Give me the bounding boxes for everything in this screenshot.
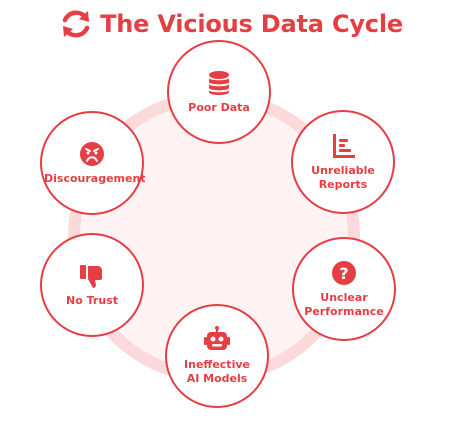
node-unclear-performance: ? Unclear Performance: [292, 237, 396, 341]
node-poor-data: Poor Data: [167, 40, 271, 144]
frown-face-icon: [80, 142, 104, 166]
database-icon: [209, 71, 229, 95]
node-label: Discouragement: [44, 172, 146, 185]
title-bar: The Vicious Data Cycle: [0, 4, 461, 44]
refresh-cycle-icon: [62, 10, 90, 38]
node-discouragement: Discouragement: [40, 111, 146, 215]
node-no-trust: No Trust: [40, 233, 144, 337]
thumbs-down-icon: [80, 265, 102, 288]
node-label: No Trust: [66, 294, 118, 307]
question-icon: ?: [332, 261, 356, 285]
page-title: The Vicious Data Cycle: [100, 10, 403, 38]
node-unreliable-reports: Unreliable Reports: [291, 110, 395, 214]
svg-text:?: ?: [339, 264, 348, 283]
bar-chart-icon: [333, 134, 355, 158]
node-label: Unclear Performance: [304, 291, 384, 318]
robot-icon: [204, 326, 230, 350]
node-ineffective-ai-models: Ineffective AI Models: [165, 304, 269, 408]
node-label: Unreliable Reports: [311, 164, 375, 191]
node-label: Poor Data: [188, 101, 250, 114]
node-label: Ineffective AI Models: [184, 358, 250, 385]
